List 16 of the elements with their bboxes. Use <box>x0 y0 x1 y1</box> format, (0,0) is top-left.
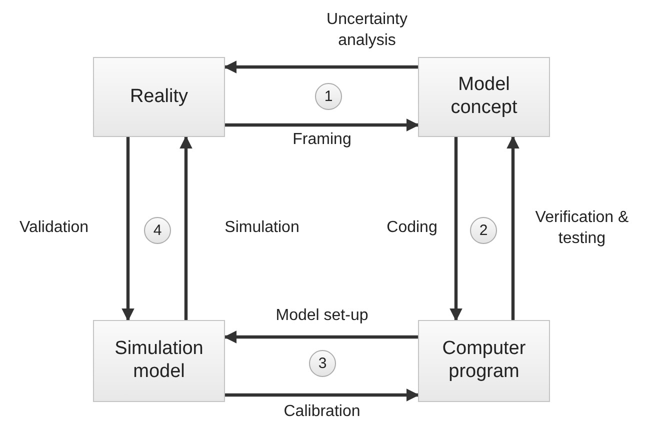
arrow <box>506 136 520 320</box>
step-number: 4 <box>144 217 171 244</box>
process-box: Reality <box>93 57 225 137</box>
step-number: 3 <box>309 350 336 377</box>
step-number: 2 <box>470 217 497 244</box>
arrow <box>122 137 134 322</box>
arrow <box>224 60 418 74</box>
process-box: Computer program <box>418 320 550 402</box>
arrow <box>450 137 462 322</box>
arrow <box>180 136 192 320</box>
step-number: 1 <box>315 83 342 110</box>
arrow <box>225 118 420 132</box>
process-box: Simulation model <box>93 320 225 402</box>
process-box: Model concept <box>418 57 550 137</box>
arrow <box>224 330 418 344</box>
arrow <box>225 388 420 402</box>
